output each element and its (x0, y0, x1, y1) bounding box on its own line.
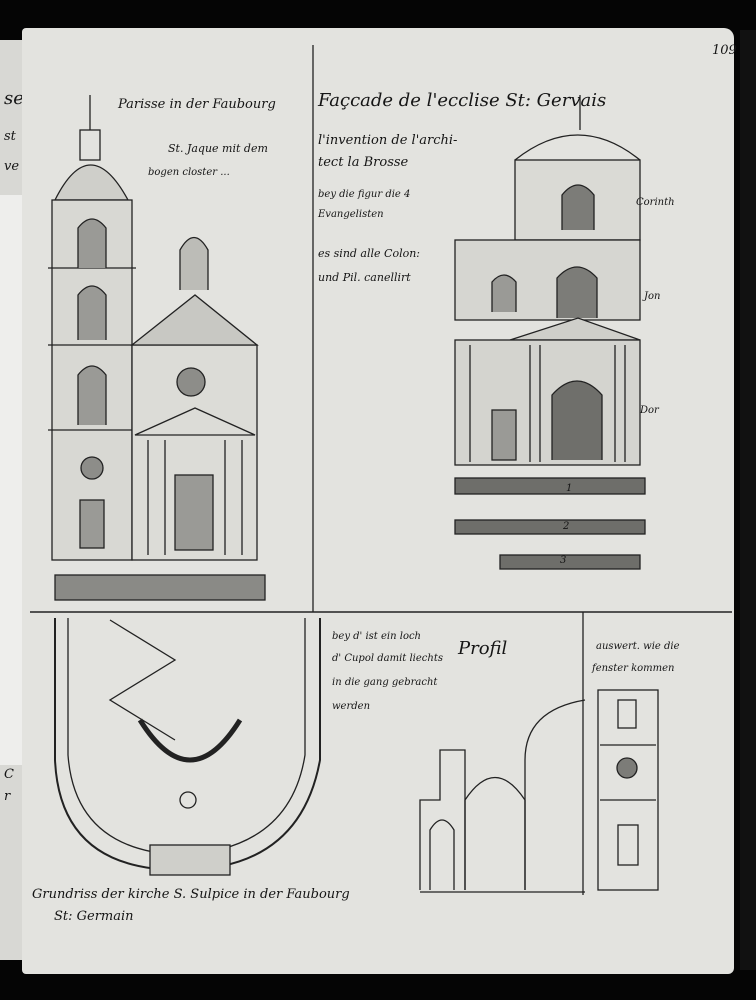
order-label-ionic: Jon (644, 291, 661, 302)
plan-mark: 3 (560, 555, 567, 566)
st-gervais-facade (454, 95, 646, 570)
profile-note: werden (332, 701, 371, 712)
facade-note: bey die figur die 4 (318, 189, 411, 200)
frame-lines (30, 45, 732, 613)
page-number: 109 (712, 43, 737, 58)
window-note: fenster kommen (592, 663, 675, 674)
left-title-line: St. Jaque mit dem (168, 142, 268, 155)
margin-fragment: se (4, 88, 24, 109)
profile-title: Profil (458, 638, 508, 659)
profile-section (419, 612, 586, 895)
right-page-edge (740, 30, 756, 970)
margin-fragment: C (4, 767, 14, 782)
facade-subtitle: l'invention de l'archi- (318, 133, 458, 148)
window-note: auswert. wie die (596, 641, 680, 652)
plan-mark: 2 (563, 521, 570, 532)
facade-note: Evangelisten (318, 209, 384, 220)
order-label-corinthian: Corinth (636, 197, 675, 208)
margin-fragment: r (4, 789, 11, 804)
facade-title: Façcade de l'ecclise St: Gervais (318, 90, 607, 111)
left-title-line: bogen closter ... (148, 167, 230, 178)
plan-mark: 1 (566, 483, 573, 494)
window-tower-section (597, 689, 659, 891)
left-church-elevation (48, 95, 266, 601)
order-label-doric: Dor (640, 405, 659, 416)
facade-note: und Pil. canellirt (318, 271, 411, 284)
facade-subtitle: tect la Brosse (318, 155, 409, 170)
margin-fragment: ve (4, 159, 20, 174)
plan-caption: Grundriss der kirche S. Sulpice in der F… (32, 887, 350, 902)
profile-note: bey d' ist ein loch (332, 631, 421, 642)
st-sulpice-ground-plan (54, 618, 321, 876)
left-title-line: Parisse in der Faubourg (118, 97, 276, 112)
margin-fragment: st (4, 129, 16, 144)
facade-note: es sind alle Colon: (318, 247, 421, 260)
profile-note: d' Cupol damit liechts (332, 653, 443, 664)
plan-caption: St: Germain (54, 909, 134, 924)
profile-note: in die gang gebracht (332, 677, 438, 688)
